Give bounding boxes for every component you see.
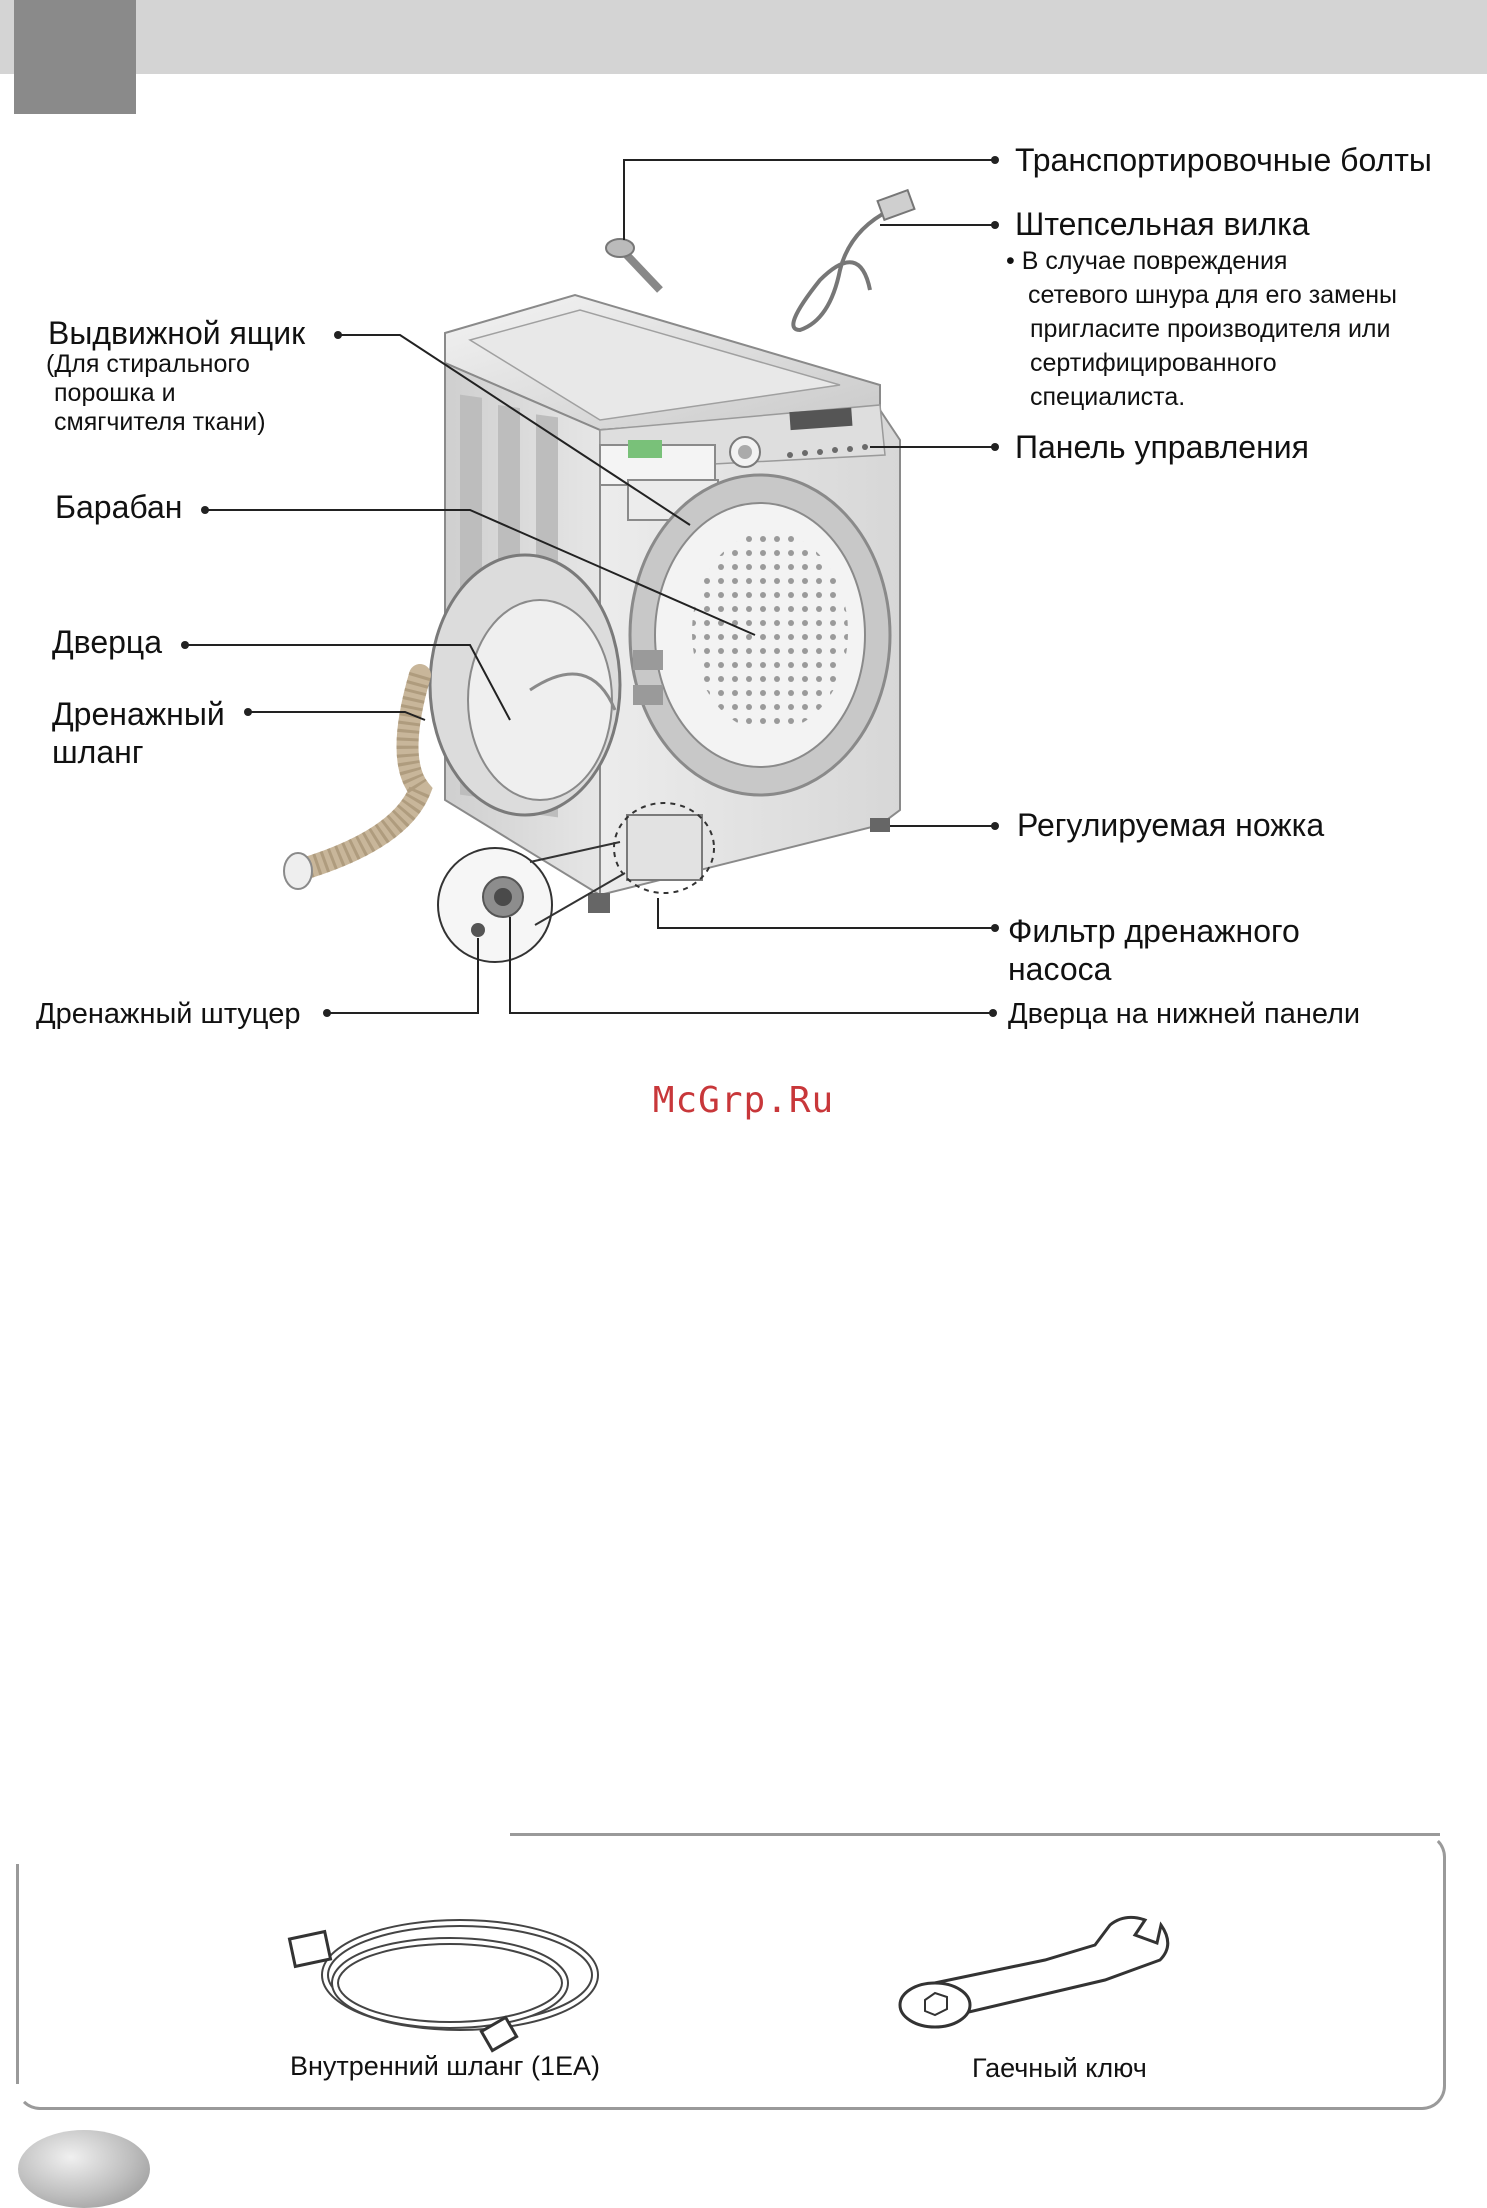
power-plug — [791, 188, 916, 333]
pump-filter-line-2: насоса — [1008, 951, 1112, 987]
label-drum: Барабан — [55, 489, 183, 525]
drain-hose-line-1: Дренажный — [52, 696, 225, 732]
plug-note-line: пригласите производителя или — [1030, 315, 1391, 343]
plug-note-line: В случае повреждения — [1021, 247, 1288, 275]
drawer-note-line: порошка и — [54, 379, 176, 407]
leader-dots — [181, 156, 999, 1017]
label-power-plug: Штепсельная вилка — [1015, 206, 1310, 242]
label-lower-panel-door: Дверца на нижней панели — [1008, 998, 1361, 1030]
label-drawer: Выдвижной ящик — [48, 315, 306, 351]
plug-note-line: сетевого шнура для его замены — [1028, 281, 1398, 309]
inlet-hose-illustration — [287, 1919, 599, 2053]
header-tab-block — [14, 0, 136, 114]
transport-bolt — [605, 238, 663, 293]
accessories-box-top-border — [510, 1833, 1440, 1836]
drawer-note: (Для стирального порошка и смягчителя тк… — [46, 350, 266, 437]
page-number-badge — [18, 2130, 150, 2208]
washing-machine-diagram — [181, 156, 999, 1017]
label-control-panel: Панель управления — [1015, 429, 1309, 465]
machine-door — [428, 553, 663, 817]
label-drain-nozzle: Дренажный штуцер — [36, 998, 301, 1030]
label-drain-hose: Дренажный шланг — [52, 695, 225, 771]
watermark: McGrp.Ru — [652, 1080, 835, 1121]
header-bar — [0, 0, 1487, 74]
inlet-hose-caption: Внутренний шланг (1EA) — [290, 2051, 601, 2081]
plug-note-line: специалиста. — [1030, 383, 1186, 411]
pump-filter-line-1: Фильтр дренажного — [1008, 913, 1300, 949]
leader-lines — [185, 159, 995, 1014]
drawer-note-line: смягчителя ткани) — [54, 408, 266, 436]
drain-detail-inset — [437, 841, 626, 963]
accessories-box-left-border — [16, 1864, 19, 2084]
label-door: Дверца — [52, 624, 163, 660]
label-adjustable-foot: Регулируемая ножка — [1017, 807, 1325, 843]
drawer-note-line: (Для стирального — [46, 350, 250, 378]
plug-note-line: сертифицированного — [1030, 349, 1277, 377]
plug-note: • В случае повреждения сетевого шнура дл… — [1006, 244, 1397, 414]
label-transport-bolts: Транспортировочные болты — [1015, 142, 1432, 178]
wrench-caption: Гаечный ключ — [972, 2053, 1147, 2083]
accessories-box — [16, 1833, 1446, 2110]
drain-hose-line-2: шланг — [52, 734, 144, 770]
wrench-illustration — [898, 1915, 1170, 2029]
label-pump-filter: Фильтр дренажного насоса — [1008, 912, 1300, 988]
